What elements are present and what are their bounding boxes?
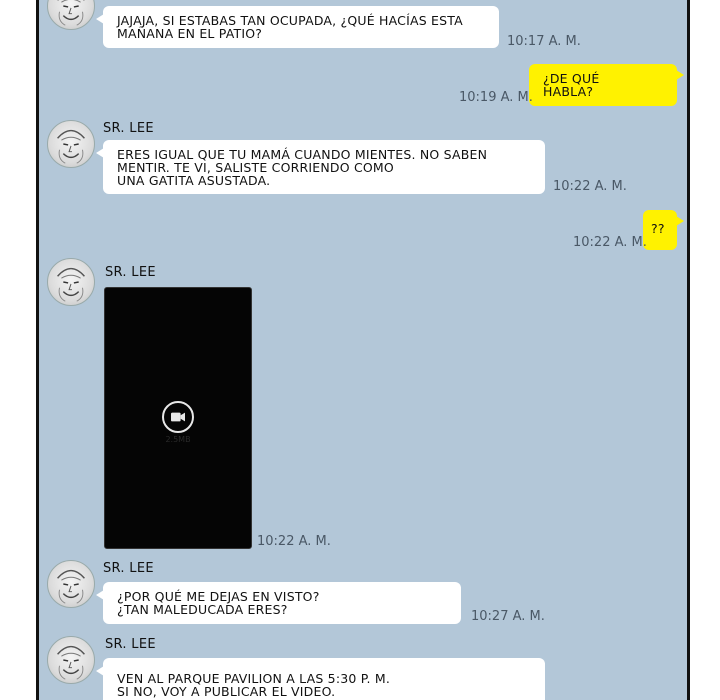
sender-avatar[interactable] xyxy=(47,0,95,30)
message-time: 10:22 A. M. xyxy=(573,235,647,250)
message-bubble-outgoing[interactable]: ?? xyxy=(643,210,684,250)
message-time: 10:22 A. M. xyxy=(257,534,331,549)
old-man-avatar-icon xyxy=(57,645,85,680)
message-bubble-incoming[interactable]: ¿POR QUÉ ME DEJAS EN VISTO? ¿TAN MALEDUC… xyxy=(96,582,461,624)
video-message[interactable]: 2.5MB xyxy=(104,287,252,549)
message-time: 10:27 A. M. xyxy=(471,609,545,624)
sender-avatar[interactable] xyxy=(47,636,95,684)
sender-avatar[interactable] xyxy=(47,120,95,168)
message-time: 10:17 A. M. xyxy=(507,34,581,49)
sender-name: SR. LEE xyxy=(103,121,154,136)
play-button[interactable] xyxy=(162,401,194,433)
message-time: 10:19 A. M. xyxy=(459,90,533,105)
sender-name: SR. LEE xyxy=(105,265,156,280)
sender-avatar[interactable] xyxy=(47,258,95,306)
sender-name: SR. LEE xyxy=(105,637,156,652)
message-bubble-incoming[interactable]: VEN AL PARQUE PAVILION A LAS 5:30 P. M. … xyxy=(96,658,545,700)
message-bubble-outgoing[interactable]: ¿DE QUÉ HABLA? xyxy=(529,64,684,106)
old-man-avatar-icon xyxy=(57,0,85,26)
sender-avatar[interactable] xyxy=(47,560,95,608)
video-camera-icon xyxy=(171,412,185,422)
message-bubble-incoming[interactable]: JAJAJA, SI ESTABAS TAN OCUPADA, ¿QUÉ HAC… xyxy=(96,6,499,48)
message-bubble-incoming[interactable]: ERES IGUAL QUE TU MAMÁ CUANDO MIENTES. N… xyxy=(96,140,545,194)
chat-window: JAJAJA, SI ESTABAS TAN OCUPADA, ¿QUÉ HAC… xyxy=(36,0,690,700)
message-time: 10:22 A. M. xyxy=(553,179,627,194)
old-man-avatar-icon xyxy=(57,569,85,604)
old-man-avatar-icon xyxy=(57,267,85,302)
old-man-avatar-icon xyxy=(57,129,85,164)
sender-name: SR. LEE xyxy=(103,561,154,576)
video-size: 2.5MB xyxy=(165,435,191,444)
